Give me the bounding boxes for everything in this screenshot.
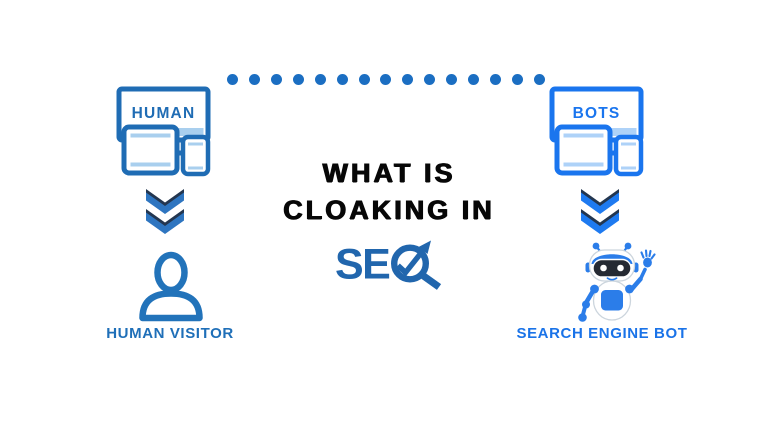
title-line-1: WHAT IS — [322, 158, 456, 188]
connector-dot — [314, 74, 326, 85]
search-engine-robot-icon — [578, 242, 656, 322]
robot-hand-palm — [643, 257, 652, 268]
person-head — [154, 251, 188, 294]
connector-dot — [468, 74, 480, 85]
robot-chest-panel — [601, 290, 623, 311]
connector-dot — [402, 74, 414, 85]
connector-dot — [227, 74, 238, 85]
seo-magnifier-handle — [419, 271, 442, 290]
title-line-2: CLOAKING IN — [283, 195, 495, 225]
seo-logo-text: SE — [335, 241, 389, 289]
seo-magnifier-icon — [391, 244, 430, 283]
tablet-icon — [121, 124, 180, 176]
robot-left-arm — [578, 284, 599, 322]
bot-double-chevron-down-icon — [581, 189, 619, 234]
tablet-icon — [554, 124, 613, 176]
connector-dot — [270, 74, 282, 85]
connector-dot — [292, 74, 304, 85]
search-engine-bot-caption: SEARCH ENGINE BOT — [516, 325, 688, 342]
human-devices-icon: HUMAN — [116, 86, 211, 177]
connector-dot — [248, 74, 260, 85]
connector-dot — [533, 74, 545, 85]
robot-visor — [592, 258, 632, 278]
robot-left-eye — [600, 264, 607, 272]
page-title: WHAT IS CLOAKING IN — [283, 160, 495, 224]
connector-dot — [446, 74, 458, 85]
monitor-screen-label: BOTS — [573, 105, 621, 122]
bot-devices-icon: BOTS — [549, 86, 644, 177]
connector-dot — [358, 74, 370, 85]
connector-dot — [511, 74, 523, 85]
monitor-screen-label: HUMAN — [132, 105, 196, 122]
person-shoulders — [139, 290, 203, 322]
robot-waving-arm — [625, 249, 656, 294]
connector-dot — [380, 74, 392, 85]
smartphone-icon — [613, 134, 644, 177]
human-double-chevron-down-icon — [146, 189, 184, 234]
seo-logo: SE — [335, 240, 442, 290]
robot-smile — [606, 277, 618, 281]
connector-dot — [490, 74, 502, 85]
seo-trend-line — [396, 248, 426, 277]
smartphone-icon — [180, 134, 211, 177]
human-visitor-person-icon — [139, 251, 203, 322]
human-visitor-caption: HUMAN VISITOR — [106, 325, 234, 342]
seo-arrow-head-icon — [418, 240, 431, 254]
connector-dot — [424, 74, 436, 85]
connector-dot — [336, 74, 348, 85]
robot-right-eye — [617, 264, 624, 272]
dotted-connector-line — [227, 74, 545, 85]
